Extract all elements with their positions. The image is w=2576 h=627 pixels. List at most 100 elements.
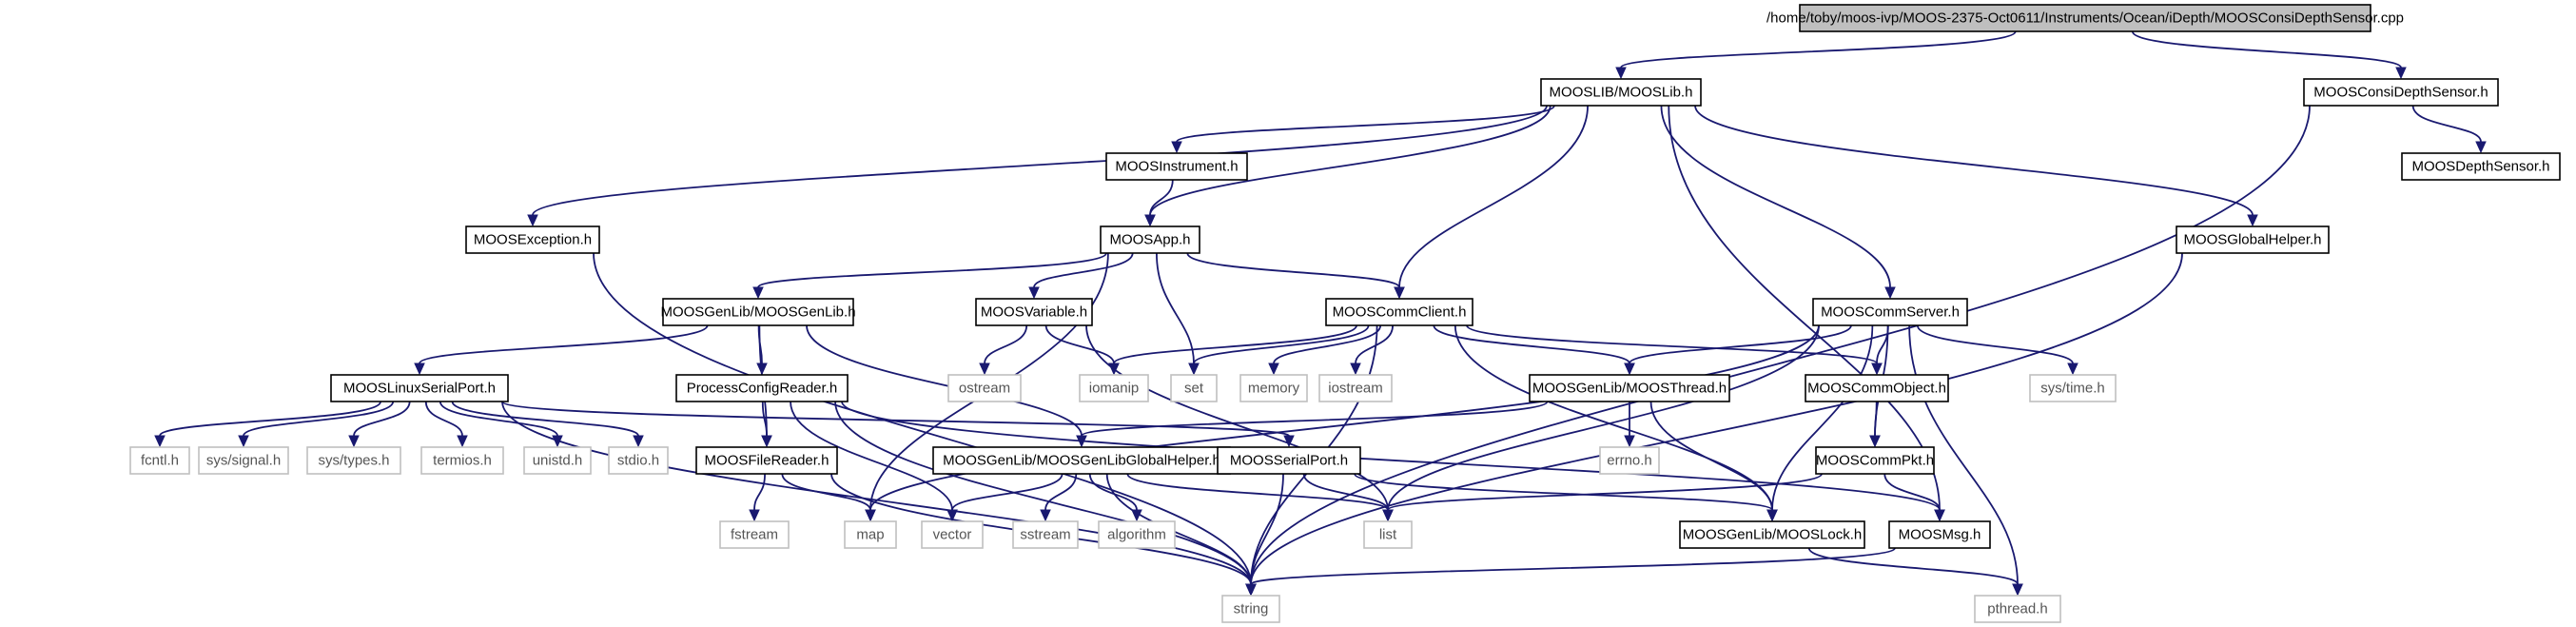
edge-instrument-to-app [1144,179,1174,227]
node-instrument[interactable]: MOOSInstrument.h [1105,152,1248,181]
edge-line [1033,252,1134,288]
node-ostream: ostream [947,374,1022,402]
node-label-consisensor: MOOSConsiDepthSensor.h [2313,85,2488,101]
node-box-systypes [306,446,401,475]
node-commpkt[interactable]: MOOSCommPkt.h [1815,446,1935,475]
edge-genlibglobal-to-sstream [1040,473,1078,522]
node-label-iomanip: iomanip [1089,381,1140,397]
node-exception[interactable]: MOOSException.h [465,225,600,254]
node-filereader[interactable]: MOOSFileReader.h [695,446,838,475]
node-root: /home/toby/moos-ivp/MOOS-2375-Oct0611/In… [1766,4,2404,32]
node-set: set [1170,374,1218,402]
node-label-instrument: MOOSInstrument.h [1115,159,1238,175]
node-box-serialport [1217,446,1361,475]
node-label-linuxserial: MOOSLinuxSerialPort.h [343,381,496,397]
node-thread[interactable]: MOOSGenLib/MOOSThread.h [1529,374,1730,402]
edge-linuxserial-to-syssignal [238,401,395,448]
node-box-map [844,520,897,549]
node-box-unistd [523,446,592,475]
edge-linuxserial-to-termios [424,401,468,448]
edge-commpkt-to-list [1382,473,1823,522]
edge-thread-to-lock [1649,401,1778,522]
node-mooslib[interactable]: MOOSLIB/MOOSLib.h [1540,78,1702,107]
node-unistd: unistd.h [523,446,592,475]
edge-thread-to-errno [1624,402,1635,448]
arrowhead-icon [348,435,360,448]
edge-mooslib-to-instrument [1171,105,1555,154]
node-app[interactable]: MOOSApp.h [1100,225,1200,254]
edge-line [501,401,1290,437]
edge-line [806,324,1083,437]
edge-serialport-to-lock [1354,473,1778,522]
node-serialport[interactable]: MOOSSerialPort.h [1217,446,1361,475]
edge-line [1193,324,1370,364]
arrowhead-icon [865,509,876,522]
node-commobject[interactable]: MOOSCommObject.h [1805,374,1949,402]
node-box-thread [1529,374,1730,402]
edge-app-to-genlib [752,252,1107,300]
edge-commserver-to-commobject [1871,324,1889,376]
node-depthsensor[interactable]: MOOSDepthSensor.h [2401,152,2561,181]
arrowhead-icon [1624,362,1635,376]
node-memory: memory [1239,374,1308,402]
node-genlibglobal[interactable]: MOOSGenLib/MOOSGenLibGlobalHelper.h [932,446,1231,475]
node-map: map [844,520,897,549]
node-stdio: stdio.h [608,446,669,475]
edge-genlibglobal-to-list [1126,473,1394,522]
node-commclient[interactable]: MOOSCommClient.h [1325,298,1473,326]
edge-commclient-to-set [1188,324,1370,376]
node-globalhelper[interactable]: MOOSGlobalHelper.h [2176,225,2330,254]
node-linuxserial[interactable]: MOOSLinuxSerialPort.h [330,374,509,402]
arrowhead-icon [752,286,764,300]
node-label-termios: termios.h [433,453,492,469]
arrowhead-icon [414,362,425,376]
edge-line [781,473,871,511]
node-processconfig[interactable]: ProcessConfigReader.h [675,374,849,402]
arrowhead-icon [2247,214,2258,227]
edge-line [1156,252,1195,364]
edge-line [1883,473,1941,511]
node-syssignal: sys/signal.h [198,446,289,475]
node-msg[interactable]: MOOSMsg.h [1888,520,1991,549]
edge-processconfig-to-string [834,401,1257,597]
node-box-string [1221,595,1280,623]
node-genlib[interactable]: MOOSGenLib/MOOSGenLib.h [660,298,856,326]
edge-consisensor-to-depthsensor [2411,105,2487,154]
edge-line [757,252,1107,288]
node-box-set [1170,374,1218,402]
edge-line [869,324,1820,511]
node-box-ostream [947,374,1022,402]
edge-line [1454,324,1773,511]
edge-linuxserial-to-fcntl [154,401,381,448]
edge-line [1250,252,2183,585]
node-box-algorithm [1098,520,1176,549]
node-label-set: set [1184,381,1204,397]
node-box-lock [1679,520,1865,549]
edge-line [1044,324,1115,364]
node-commserver[interactable]: MOOSCommServer.h [1812,298,1968,326]
edge-line [1149,179,1174,216]
arrowhead-icon [2475,141,2487,154]
edge-line [593,252,1252,585]
node-box-list [1363,520,1413,549]
edge-line [419,324,709,364]
edge-line [951,473,1064,511]
node-label-string: string [1234,601,1269,617]
arrowhead-icon [1171,141,1182,154]
node-label-stdio: stdio.h [617,453,659,469]
node-algorithm: algorithm [1098,520,1176,549]
node-lock[interactable]: MOOSGenLib/MOOSLock.h [1679,520,1865,549]
node-consisensor[interactable]: MOOSConsiDepthSensor.h [2303,78,2499,107]
node-label-algorithm: algorithm [1107,527,1166,543]
edge-variable-to-iomanip [1044,324,1120,376]
edge-line [1044,473,1078,511]
node-box-consisensor [2303,78,2499,107]
edge-linuxserial-to-systypes [348,401,411,448]
edge-mooslib-to-commserver [1660,105,1896,300]
node-box-sstream [1012,520,1079,549]
arrowhead-icon [2067,362,2078,376]
edge-line [753,473,766,511]
node-variable[interactable]: MOOSVariable.h [975,298,1093,326]
node-label-filereader: MOOSFileReader.h [705,453,829,469]
node-box-commclient [1325,298,1473,326]
